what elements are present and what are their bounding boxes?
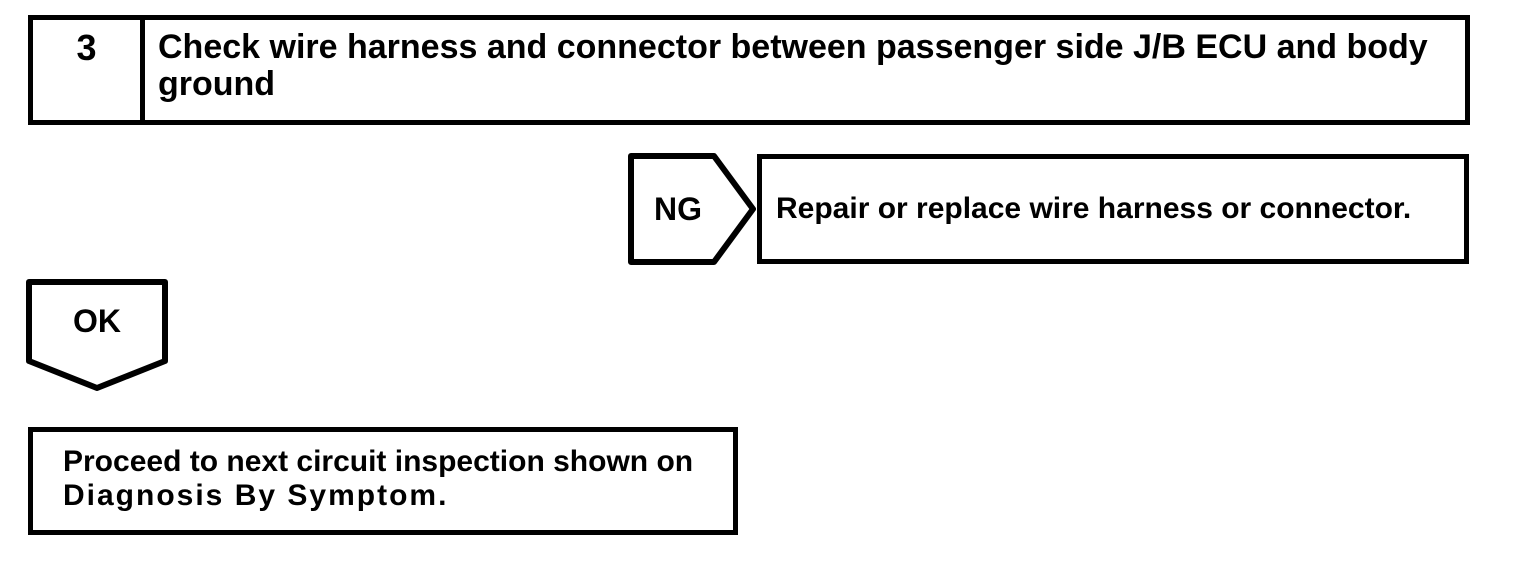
ng-result-box: Repair or replace wire harness or connec… [757,154,1469,264]
step-title-line-2: ground [158,65,276,103]
step-title-line-1: Check wire harness and connector between… [158,28,1428,66]
ng-connector: NG [628,153,756,265]
step-box: 3 Check wire harness and connector betwe… [28,15,1470,125]
ng-result-text: Repair or replace wire harness or connec… [776,192,1412,225]
ok-connector: OK [26,279,168,391]
outcome-box: Proceed to next circuit inspection shown… [28,427,738,535]
outcome-line-1: Proceed to next circuit inspection shown… [63,445,694,478]
ok-label: OK [73,303,121,339]
step-title: Check wire harness and connector between… [145,20,1465,120]
outcome-line-2: Diagnosis By Symptom. [63,479,449,512]
ok-arrow-pentagon-icon [26,279,168,391]
ng-arrow-pentagon-icon [628,153,756,265]
ng-label: NG [654,190,702,227]
step-number: 3 [33,20,145,120]
